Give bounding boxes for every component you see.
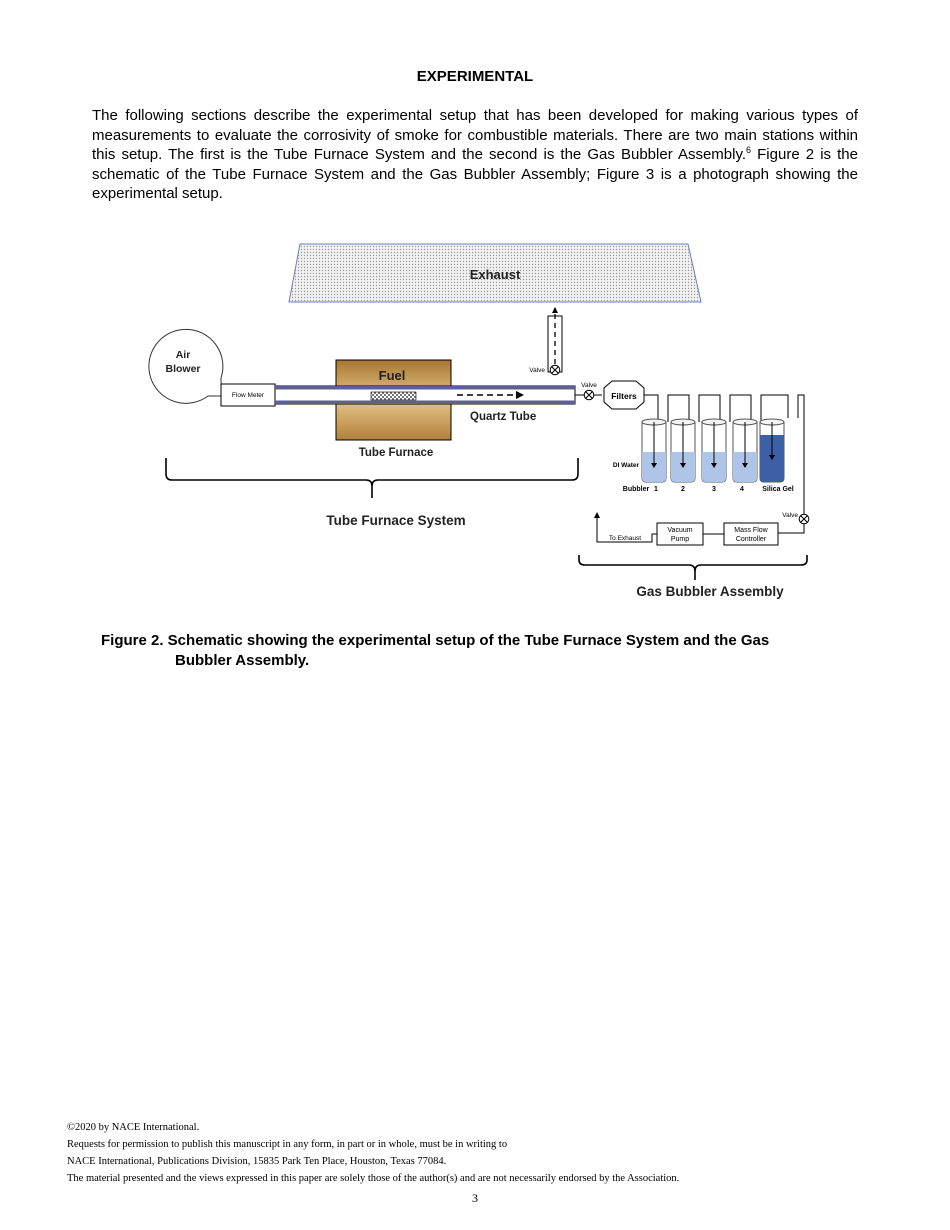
bubbler-2-label: 2 (681, 486, 685, 493)
footer-address: NACE International, Publications Divisio… (67, 1156, 447, 1167)
body-paragraph: The following sections describe the expe… (92, 106, 858, 204)
schematic-figure: Exhaust Valve Air Blower Flow Meter Fuel… (148, 243, 810, 599)
air-label: Air (176, 349, 191, 361)
fuel-sample (370, 391, 417, 401)
valve-label: Valve (529, 367, 545, 374)
silica-gel-label: Silica Gel (762, 486, 794, 493)
figure-caption: Figure 2. Schematic showing the experime… (101, 631, 861, 671)
footer-copyright: ©2020 by NACE International. (67, 1122, 200, 1133)
footer: ©2020 by NACE International. Requests fo… (67, 1119, 887, 1187)
bubbler-4-label: 4 (740, 486, 744, 493)
di-water-label: DI Water (613, 462, 640, 469)
citation-ref[interactable]: 6 (746, 145, 752, 156)
quartz-tube-label: Quartz Tube (470, 411, 536, 423)
tube-furnace-label: Tube Furnace (359, 447, 434, 459)
exhaust-label: Exhaust (470, 267, 521, 282)
tube-furnace-system-brace (165, 458, 579, 498)
bubbler-3 (701, 418, 727, 483)
air-blower (148, 328, 224, 404)
tube-furnace-system-label: Tube Furnace System (326, 513, 465, 528)
bubbler-piping (644, 394, 805, 514)
caption-line-2: Bubbler Assembly. (175, 652, 310, 669)
controller-label: Controller (736, 536, 767, 543)
footer-disclaimer: The material presented and the views exp… (67, 1173, 680, 1184)
valve-icon (798, 513, 810, 525)
paragraph-part1: The following sections describe the expe… (92, 107, 858, 164)
valve-icon (549, 364, 561, 376)
valve-icon (583, 389, 595, 401)
filters (603, 380, 645, 410)
to-exhaust-label: To Exhaust (609, 535, 641, 542)
footer-permission: Requests for permission to publish this … (67, 1139, 508, 1150)
exhaust-hood (288, 243, 702, 303)
fuel-label: Fuel (379, 368, 406, 383)
mass-flow-label: Mass Flow (734, 527, 768, 534)
bubbler-2 (670, 418, 696, 483)
paragraph-part2: Figure 2 is the schematic of the Tube Fu… (92, 146, 858, 203)
gas-bubbler-assembly-brace (578, 555, 808, 580)
bubbler-4 (732, 418, 758, 483)
bubbler-1-label: 1 (654, 486, 658, 493)
bubbler-1 (641, 418, 667, 483)
bubbler-3-label: 3 (712, 486, 716, 493)
valve-label: Valve (782, 512, 798, 519)
gas-bubbler-assembly-label: Gas Bubbler Assembly (636, 584, 784, 599)
caption-line-1: Figure 2. Schematic showing the experime… (101, 632, 770, 649)
pump-label: Pump (671, 536, 689, 543)
page-number: 3 (472, 1191, 478, 1205)
valve-label: Valve (581, 382, 597, 389)
flow-meter-label: Flow Meter (232, 392, 265, 399)
silica-gel-column (759, 418, 785, 483)
vacuum-label: Vacuum (667, 527, 692, 534)
blower-label: Blower (165, 363, 200, 375)
filters-label: Filters (611, 391, 637, 401)
bubbler-label: Bubbler (623, 486, 650, 493)
section-heading: EXPERIMENTAL (416, 68, 534, 85)
